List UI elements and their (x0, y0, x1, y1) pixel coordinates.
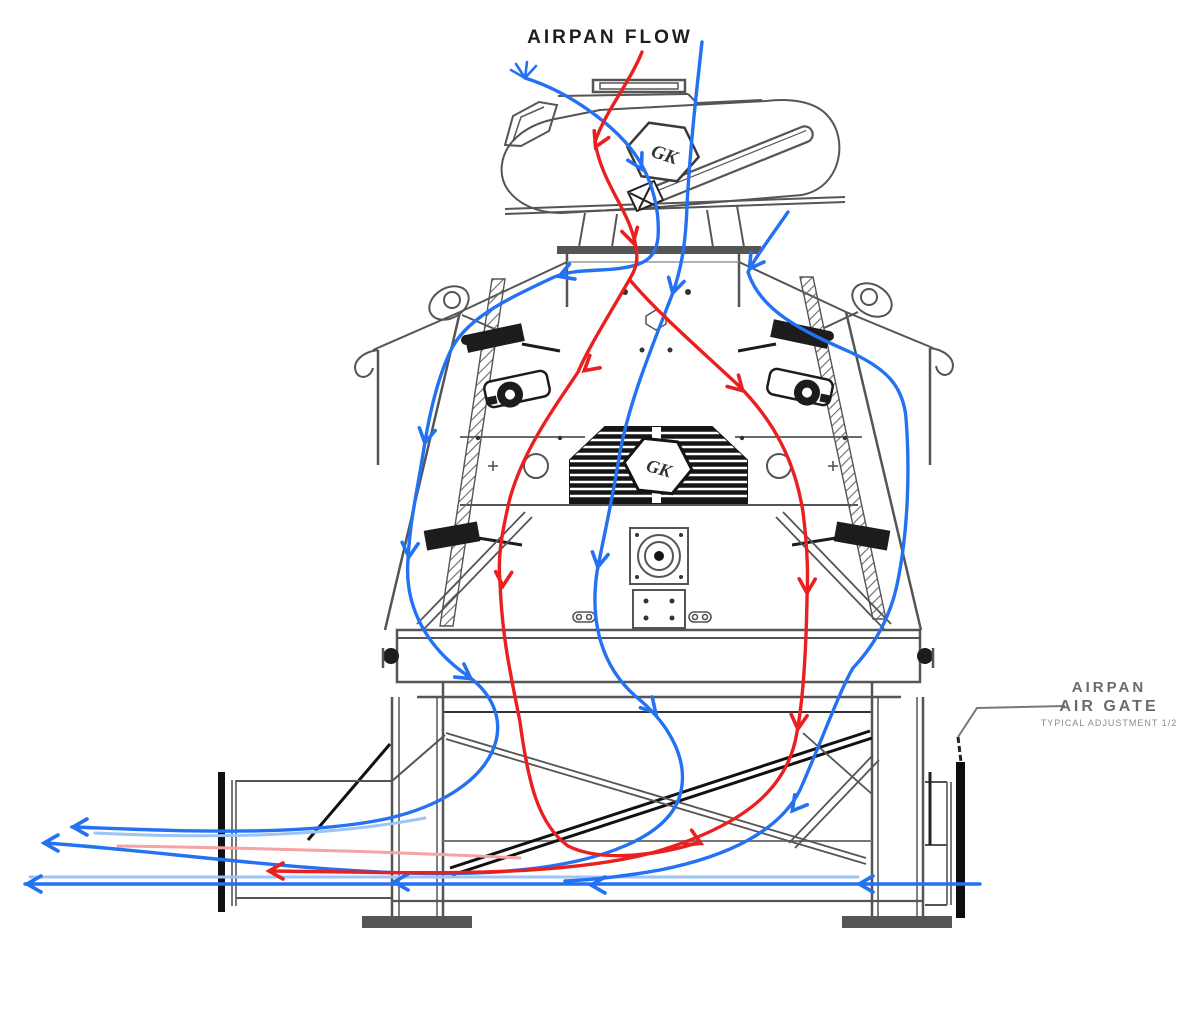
annotation-airpan-label: AIRPAN (1071, 679, 1147, 696)
brand-badge-top: GK (625, 121, 701, 183)
airpan-air-gate-bar (956, 762, 965, 918)
deck-braces (416, 511, 892, 630)
blue-flow-left (70, 76, 661, 833)
body-shell (354, 253, 954, 631)
airflow-red-paths (267, 50, 818, 881)
slot-holes (572, 611, 712, 623)
machine-body-group: GK (218, 78, 1066, 928)
red-flow-right (270, 278, 810, 875)
lifting-ear-right (823, 282, 893, 329)
foot-plate-right (842, 916, 952, 928)
right-inlet-duct (925, 762, 965, 918)
latch-hardware (423, 319, 891, 551)
leader-line (956, 705, 1066, 763)
airpan-flow-title: AIRPAN FLOW (527, 27, 693, 48)
foot-plate-left (362, 916, 472, 928)
red-flow-left (497, 50, 699, 858)
base-frame (306, 682, 952, 928)
annotation-typical-adjustment-label: TYPICAL ADJUSTMENT 1/2 (1040, 718, 1178, 728)
main-beam (381, 628, 935, 684)
air-gate-annotation: AIRPAN AIR GATE TYPICAL ADJUSTMENT 1/2 (1018, 678, 1200, 730)
airflow-light-echo-lines (28, 816, 860, 879)
annotation-air-gate-label: AIR GATE (1059, 698, 1159, 715)
blue-flow-right (563, 210, 910, 883)
brand-badge-center: GK (622, 436, 694, 496)
flow-start-feather (509, 60, 538, 80)
vibrator-motor (572, 527, 712, 629)
feed-inlet (557, 78, 763, 105)
feeder-hopper (500, 99, 846, 215)
